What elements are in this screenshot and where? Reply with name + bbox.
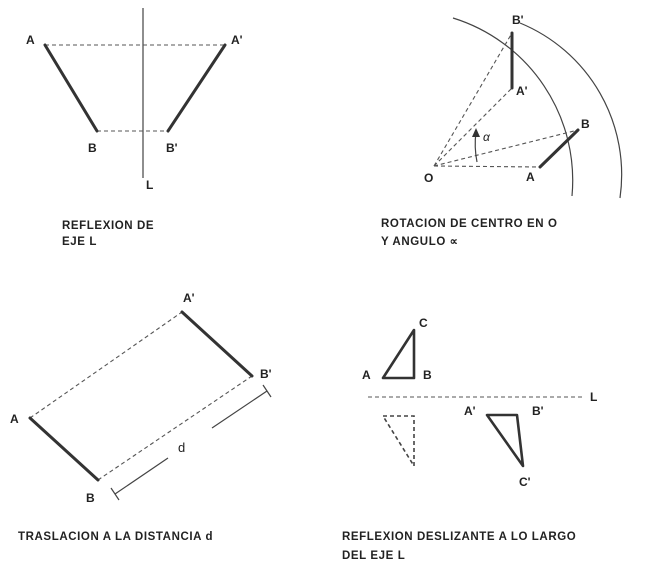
caption-rotacion-line2: Y ANGULO ∝ [381, 236, 458, 248]
dashed-o-a-prime [433, 87, 513, 167]
dashed-o-b [433, 129, 579, 167]
label-b-prime: B' [166, 141, 178, 155]
triangle-abc [381, 328, 416, 380]
label-a-prime: A' [183, 291, 195, 305]
arc-outer [452, 17, 574, 197]
label-a-prime: A' [516, 84, 528, 98]
label-b-prime: B' [532, 404, 544, 418]
caption-reflexion-line1: REFLEXION DE [62, 220, 154, 232]
arc-outer-2 [519, 22, 623, 199]
label-c: C [419, 316, 428, 330]
segment-ab [28, 416, 100, 482]
label-d: d [178, 440, 185, 455]
panel-deslizante: L A B C A' B' C' REFLEXION DESLIZANTE A … [342, 316, 597, 562]
label-c-prime: C' [519, 475, 531, 489]
distance-tick-right [262, 384, 272, 398]
dashed-o-b-prime [433, 32, 513, 167]
label-a-prime: A' [231, 33, 243, 47]
caption-rotacion-line1: ROTACION DE CENTRO EN O [381, 218, 558, 230]
segment-ab [43, 43, 99, 133]
segment-a-prime-b-prime [166, 43, 227, 133]
distance-tick-left [110, 487, 120, 501]
dashed-b-b-prime [97, 375, 253, 481]
triangle-reflected-dashed [381, 415, 415, 469]
label-b: B [88, 141, 97, 155]
label-o: O [424, 171, 433, 185]
label-alpha: α [483, 130, 491, 144]
label-a: A [526, 170, 535, 184]
dashed-a-a-prime [29, 311, 183, 419]
caption-traslacion: TRASLACION A LA DISTANCIA d [18, 531, 213, 543]
caption-deslizante-line1: REFLEXION DESLIZANTE A LO LARGO [342, 531, 576, 543]
caption-deslizante-line2: DEL EJE L [342, 550, 405, 562]
label-b: B [581, 117, 590, 131]
caption-reflexion-line2: EJE L [62, 236, 97, 248]
label-b-prime: B' [512, 13, 524, 27]
panel-traslacion: A B A' B' d TRASLACION A LA DISTANCIA d [10, 291, 272, 543]
label-a-prime: A' [464, 404, 476, 418]
label-b-prime: B' [260, 367, 272, 381]
label-a: A [362, 368, 371, 382]
dashed-o-a [433, 165, 541, 168]
label-b: B [86, 491, 95, 505]
label-a: A [10, 412, 19, 426]
panel-rotacion: α O A B A' B' ROTACION DE CENTRO EN O Y … [381, 13, 623, 248]
distance-line-left [114, 457, 169, 495]
segment-ab [538, 128, 580, 169]
segment-a-prime-b-prime [180, 310, 254, 378]
label-l: L [590, 390, 597, 404]
distance-line-right [211, 390, 268, 429]
label-l: L [146, 178, 153, 192]
label-b: B [423, 368, 432, 382]
label-a: A [26, 33, 35, 47]
panel-reflexion: A A' B B' L REFLEXION DE EJE L [26, 8, 243, 248]
angle-arrow-icon [472, 128, 480, 137]
triangle-a-prime-b-prime-c-prime [485, 413, 525, 468]
